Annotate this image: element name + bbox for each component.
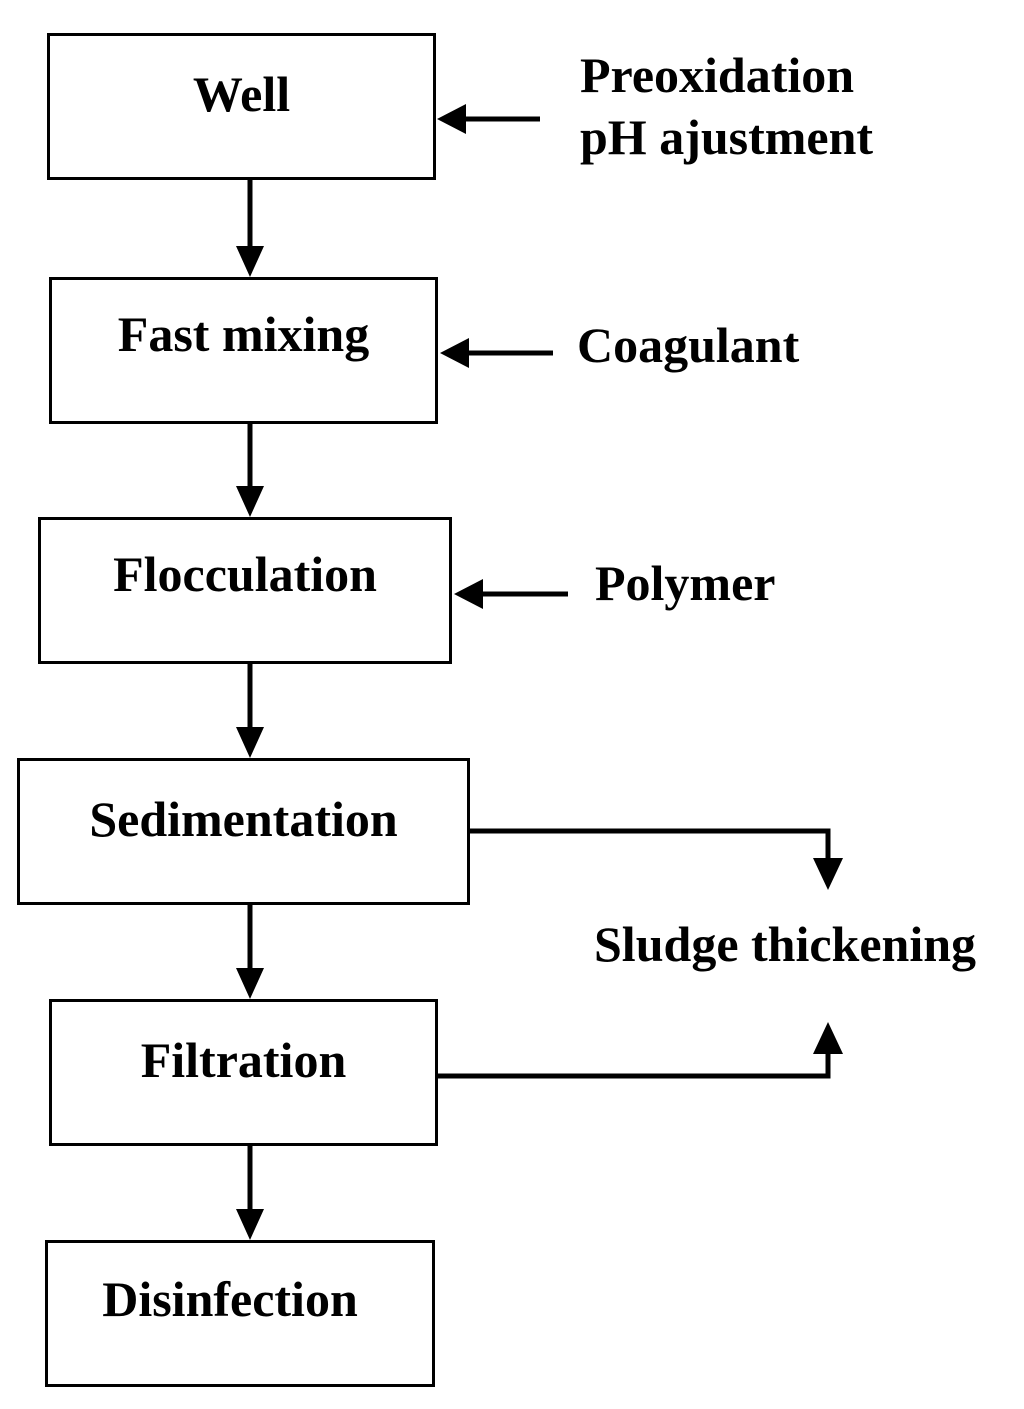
step-label-fast-mixing: Fast mixing — [117, 306, 370, 362]
step-label-filtration: Filtration — [140, 1032, 347, 1088]
flow-arrow-flocculation-to-sedimentation — [236, 664, 264, 758]
step-label-flocculation: Flocculation — [113, 546, 377, 602]
step-well: Well — [47, 33, 436, 180]
step-flocculation: Flocculation — [38, 517, 452, 664]
input-arrow-preoxidation — [437, 104, 540, 134]
input-label-ph-adjustment: pH ajustment — [580, 109, 874, 165]
flow-arrow-sedimentation-to-filtration — [236, 905, 264, 999]
flow-arrow-filtration-to-disinfection — [236, 1146, 264, 1240]
input-label-coagulant: Coagulant — [577, 317, 800, 373]
input-arrow-polymer — [454, 579, 568, 609]
flow-arrow-fast-mixing-to-flocculation — [236, 424, 264, 517]
step-label-disinfection: Disinfection — [102, 1271, 358, 1327]
step-disinfection: Disinfection — [45, 1240, 435, 1387]
input-arrow-coagulant — [440, 338, 553, 368]
step-label-sedimentation: Sedimentation — [89, 791, 398, 847]
step-fast-mixing: Fast mixing — [49, 277, 438, 424]
output-label-sludge-thickening: Sludge thickening — [594, 916, 977, 972]
input-label-polymer: Polymer — [595, 555, 776, 611]
step-sedimentation: Sedimentation — [17, 758, 470, 905]
flow-arrow-well-to-fast-mixing — [236, 180, 264, 277]
sludge-arrow-from-filtration — [438, 1022, 843, 1079]
sludge-arrow-from-sedimentation — [470, 828, 843, 890]
input-label-preoxidation: Preoxidation — [580, 47, 855, 103]
step-filtration: Filtration — [49, 999, 438, 1146]
step-label-well: Well — [192, 66, 291, 122]
